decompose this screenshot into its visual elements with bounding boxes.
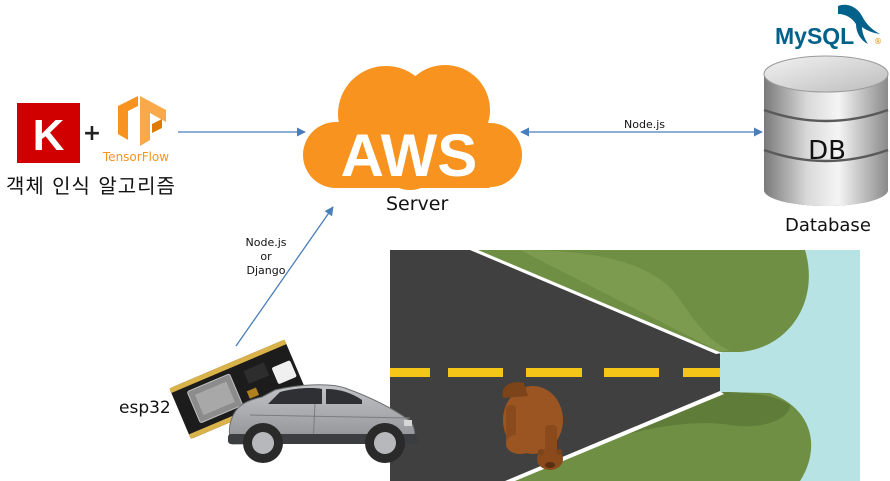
database-caption: Database [785, 215, 871, 236]
lane-dashes [390, 368, 720, 377]
road-scene-illustration [390, 250, 860, 481]
database-cylinder-icon: DB [763, 55, 889, 206]
bear-icon [502, 382, 563, 470]
algorithm-caption: 객체 인식 알고리즘 [6, 174, 176, 198]
aws-cloud-icon: AWS [303, 65, 522, 190]
keras-logo-icon: K [17, 103, 80, 163]
mysql-brand: MySQL [775, 23, 854, 49]
db-cylinder-text: DB [808, 136, 846, 166]
aws-cloud-text: AWS [341, 122, 478, 189]
mysql-registered-mark: ® [874, 37, 882, 46]
arrow-esp32-to-server [235, 206, 334, 347]
esp-server-link-line-3: Django [246, 264, 286, 277]
server-caption: Server [386, 193, 449, 215]
car-icon [228, 384, 418, 463]
tensorflow-logo-icon: TensorFlow [102, 96, 169, 164]
plus-sign: + [83, 121, 101, 146]
tensorflow-label: TensorFlow [102, 150, 169, 164]
esp32-caption: esp32 [119, 398, 171, 418]
server-db-link-label: Node.js [624, 118, 665, 131]
esp-server-link-line-2: or [260, 250, 272, 263]
upper-road-edge-line [470, 250, 722, 354]
mysql-logo-icon: MySQL ® [775, 4, 882, 49]
keras-letter: K [33, 111, 65, 160]
esp-server-link-label: Node.js or Django [243, 236, 289, 278]
esp-server-link-line-1: Node.js [245, 236, 287, 249]
